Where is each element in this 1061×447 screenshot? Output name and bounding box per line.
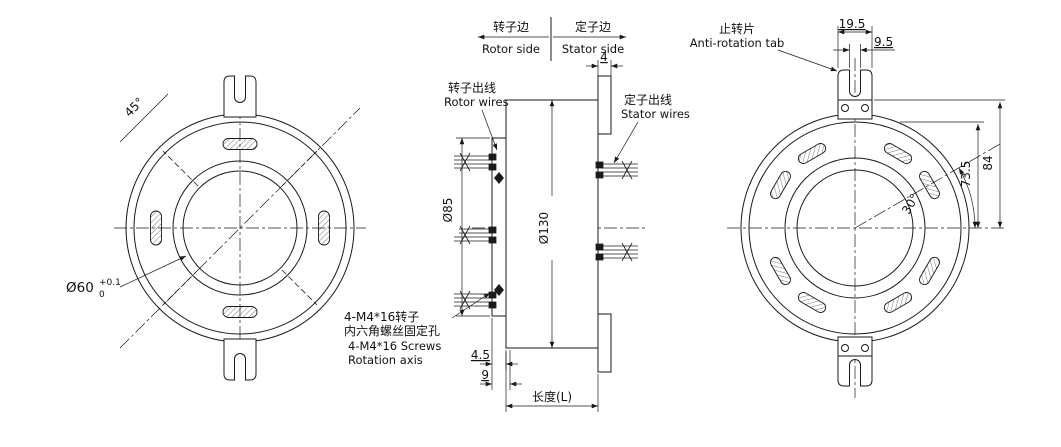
tab-label-cn: 止转片 bbox=[719, 21, 755, 36]
rotor-wire-bundle bbox=[453, 225, 497, 245]
length-dim-label: 长度(L) bbox=[532, 389, 572, 404]
right-view: 止转片 Anti-rotation tab 19.5 9.5 84 73.5 3… bbox=[690, 17, 1006, 398]
stator-flange-bottom bbox=[597, 313, 612, 373]
screw-note-cn-line1: 4-M4*16转子 bbox=[344, 309, 419, 324]
contact-slot bbox=[318, 210, 330, 246]
bore-circle bbox=[796, 169, 914, 287]
rotor-wire-bundle bbox=[453, 152, 497, 172]
contact-slot bbox=[797, 143, 827, 164]
screw-hole-marker bbox=[494, 284, 504, 296]
stator-wire-bundle bbox=[595, 242, 639, 262]
bore-tolerance-lower: 0 bbox=[99, 290, 105, 300]
rotor-circle-dim-label: Ø85 bbox=[441, 198, 455, 223]
plate-depth-dim-label: 9 bbox=[481, 368, 489, 382]
contact-slot bbox=[919, 256, 940, 286]
contact-slot bbox=[883, 292, 913, 313]
stator-flange-top bbox=[597, 75, 612, 135]
contact-slot bbox=[883, 143, 913, 164]
tab-screw-hole bbox=[841, 344, 849, 352]
bolt-hole-mark bbox=[162, 150, 199, 187]
slot-angle-arc bbox=[958, 167, 978, 229]
tab-label-en: Anti-rotation tab bbox=[690, 36, 785, 50]
tab-screw-hole bbox=[841, 104, 849, 112]
bore-dim-leader bbox=[119, 255, 187, 288]
bore-dim-label: Ø60 bbox=[66, 280, 94, 296]
contact-slot bbox=[222, 138, 258, 150]
dim-text-mask bbox=[537, 196, 555, 260]
contact-slot bbox=[150, 210, 162, 246]
left-view: 45° Ø60 +0.1 0 bbox=[66, 75, 366, 381]
contact-slot bbox=[770, 170, 791, 200]
stator-side-label-en: Stator side bbox=[562, 42, 624, 56]
contact-slot bbox=[222, 306, 258, 318]
contact-slot bbox=[770, 256, 791, 286]
screw-note-en-line1: 4-M4*16 Screws bbox=[348, 339, 441, 353]
stator-wire-bundle bbox=[595, 160, 639, 180]
screw-note-en-line2: Rotation axis bbox=[348, 353, 423, 367]
tab-width-dim-label: 19.5 bbox=[839, 17, 866, 31]
contact-slot bbox=[797, 292, 827, 313]
flange-thickness-dim-label: 4 bbox=[600, 50, 608, 64]
rotor-wire-bundle bbox=[453, 290, 497, 310]
stator-side-label-cn: 定子边 bbox=[575, 19, 611, 34]
screw-note-cn-line2: 内六角螺丝固定孔 bbox=[344, 323, 440, 338]
rotor-side-label-cn: 转子边 bbox=[493, 19, 529, 34]
diagonal-center-line bbox=[119, 107, 361, 349]
bore-circle bbox=[182, 170, 298, 286]
clevis-fork-bottom bbox=[223, 338, 257, 381]
tab-screw-hole bbox=[861, 344, 869, 352]
stator-wires-leader bbox=[613, 121, 639, 164]
dim-text-mask bbox=[445, 184, 459, 236]
radius-dim-label: 73.5 bbox=[959, 161, 973, 188]
tab-slot-dim-label: 9.5 bbox=[874, 35, 893, 49]
contact-slot bbox=[919, 170, 940, 200]
stator-wires-label-en: Stator wires bbox=[621, 107, 690, 121]
body-dia-dim-label: Ø130 bbox=[537, 212, 551, 244]
tab-screw-hole bbox=[861, 104, 869, 112]
screw-hole-marker bbox=[494, 172, 504, 184]
bolt-hole-mark bbox=[281, 269, 318, 306]
bore-tolerance-upper: +0.1 bbox=[99, 278, 121, 288]
flange-circle bbox=[133, 121, 347, 335]
angle-dim-label: 45° bbox=[122, 95, 147, 120]
plate-offset-dim-label: 4.5 bbox=[471, 348, 490, 362]
bolt-hole-mark bbox=[281, 150, 318, 187]
middle-view: 转子边 Rotor side 定子边 Stator side 转子出线 Roto… bbox=[344, 17, 690, 412]
rotor-wires-label-cn: 转子出线 bbox=[448, 80, 496, 95]
rotor-wires-leader bbox=[481, 109, 498, 151]
angle-dim-line bbox=[119, 93, 169, 143]
anti-rotation-tab-top bbox=[837, 69, 873, 120]
tab-label-leader bbox=[777, 49, 838, 72]
stator-wires-label-cn: 定子出线 bbox=[624, 92, 672, 107]
rotor-wires-label-en: Rotor wires bbox=[444, 95, 509, 109]
screw-note-leader bbox=[451, 292, 491, 319]
rotor-side-label-en: Rotor side bbox=[482, 42, 540, 56]
inner-ring-circle bbox=[172, 160, 308, 296]
height-dim-label: 84 bbox=[981, 155, 995, 170]
inner-ring-circle bbox=[784, 157, 926, 299]
bolt-hole-mark bbox=[162, 269, 199, 306]
clevis-fork-top bbox=[223, 75, 257, 118]
